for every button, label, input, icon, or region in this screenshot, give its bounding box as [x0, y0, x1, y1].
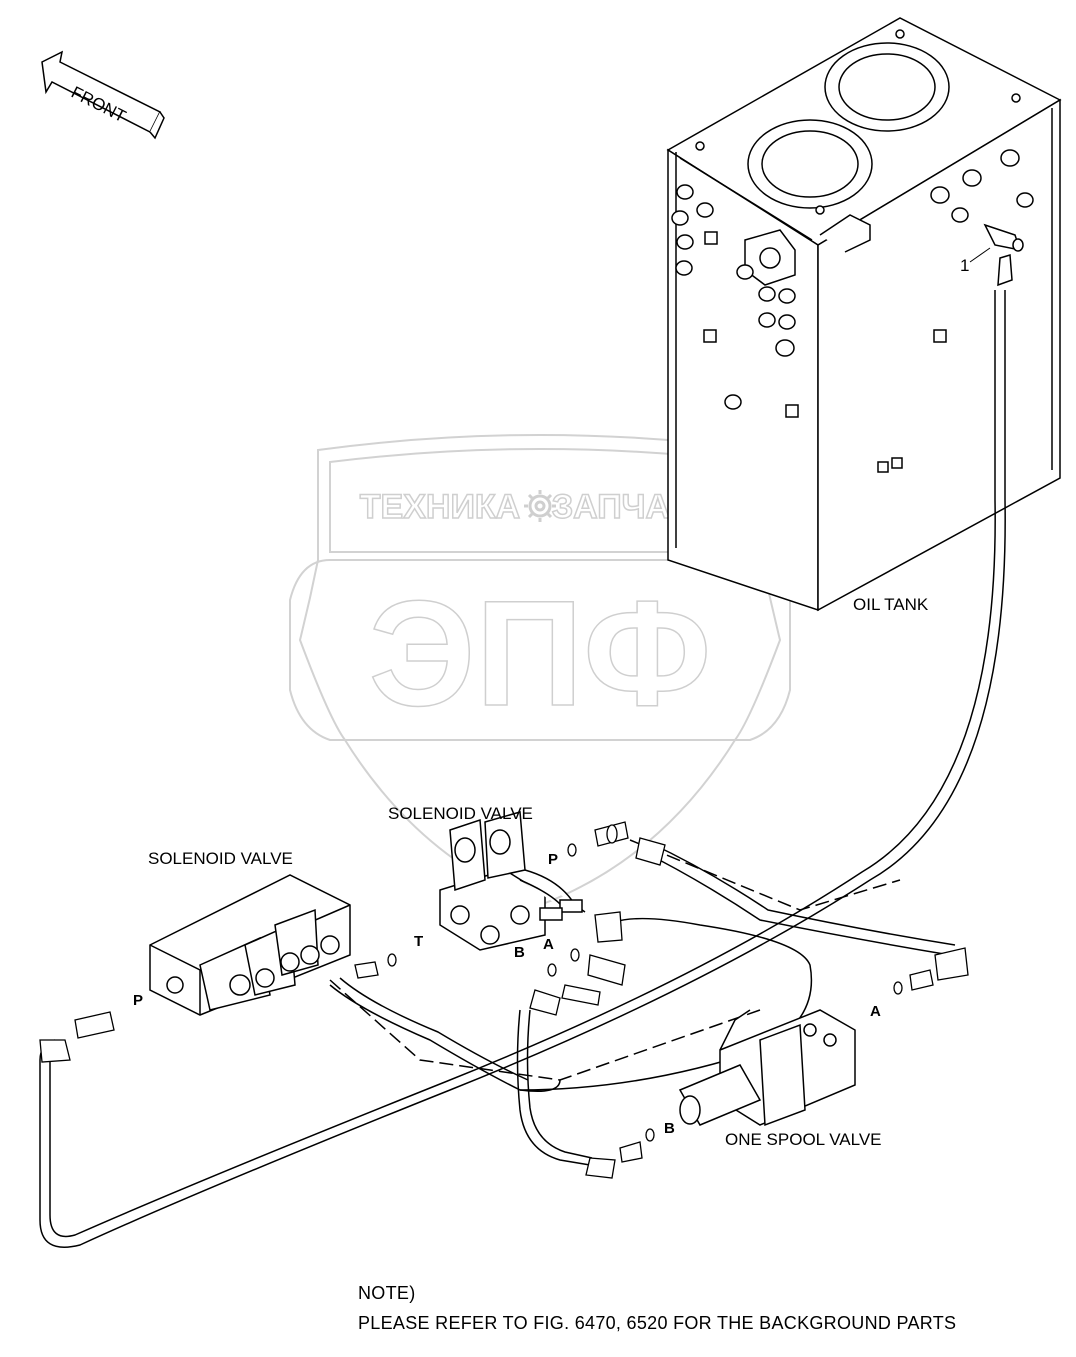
- solenoid-valve-left: [149, 874, 351, 1016]
- port-b-low: B: [664, 1120, 675, 1137]
- solenoid-valve-top-label: SOLENOID VALVE: [388, 804, 533, 823]
- solenoid-valve-left-label: SOLENOID VALVE: [148, 849, 293, 868]
- hydraulic-lines: [39, 290, 1006, 1248]
- oil-tank-label: OIL TANK: [853, 595, 929, 614]
- watermark-logo: ЭПФ: [369, 569, 712, 737]
- port-a-right: A: [870, 1003, 881, 1020]
- solenoid-valve-center: [439, 811, 586, 951]
- one-spool-valve: [678, 1009, 856, 1127]
- oil-tank: [666, 17, 1062, 612]
- port-t: T: [414, 933, 423, 950]
- note-text: PLEASE REFER TO FIG. 6470, 6520 FOR THE …: [358, 1313, 957, 1333]
- note-heading: NOTE): [358, 1283, 416, 1303]
- port-p-left: P: [133, 992, 143, 1009]
- front-arrow-icon: [41, 50, 165, 140]
- port-a-mid: A: [543, 936, 554, 953]
- callout-1: 1: [960, 256, 969, 275]
- watermark-text-left: ТЕХНИКА: [360, 488, 520, 526]
- port-b-mid: B: [514, 944, 525, 961]
- fittings: [39, 821, 969, 1179]
- gear-icon: [524, 490, 556, 522]
- one-spool-valve-label: ONE SPOOL VALVE: [725, 1130, 882, 1149]
- port-p-mid: P: [548, 851, 558, 868]
